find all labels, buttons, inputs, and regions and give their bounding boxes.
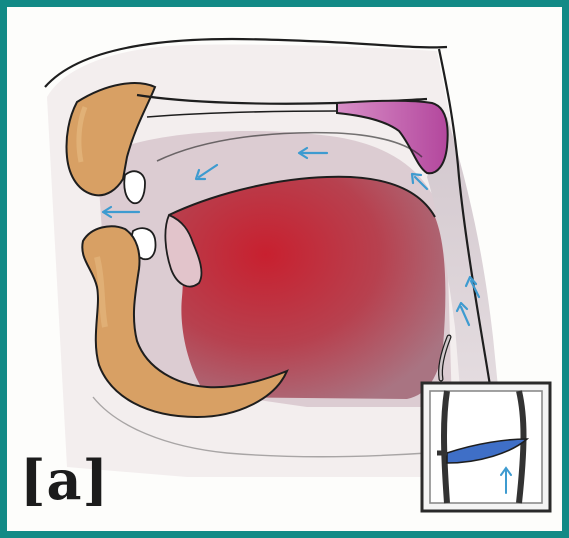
upper-incisor: [124, 171, 145, 203]
panel-label: [a]: [20, 453, 109, 507]
larynx-inset: [422, 383, 550, 511]
tongue: [169, 177, 445, 399]
diagram-frame: [a]: [7, 7, 562, 531]
